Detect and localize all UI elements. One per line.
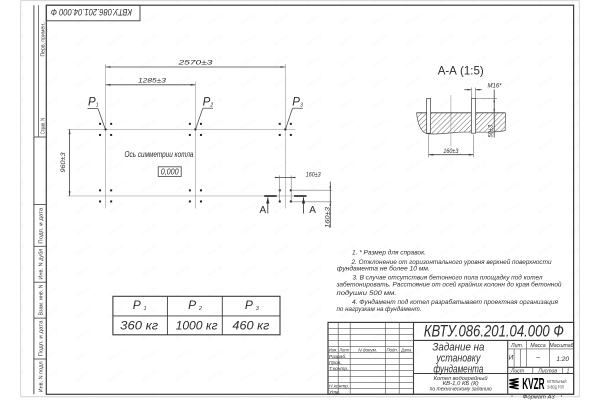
svg-text:1: 1: [96, 102, 99, 108]
svg-text:по нагрузкам на фундамент.: по нагрузкам на фундамент.: [337, 306, 422, 313]
svg-text:Подп. и дата: Подп. и дата: [39, 320, 45, 356]
svg-text:1: 1: [567, 369, 570, 375]
svg-text:Инв. N подл: Инв. N подл: [39, 361, 45, 392]
svg-text:2: 2: [198, 306, 202, 312]
svg-text:1:20: 1:20: [556, 356, 569, 363]
svg-text:Лист: Лист: [510, 369, 525, 375]
svg-text:1285±3: 1285±3: [138, 77, 166, 84]
svg-text:Справ. N: Справ. N: [40, 118, 46, 134]
svg-text:по техническому заданию: по техническому заданию: [430, 387, 493, 393]
svg-text:Лит.: Лит.: [510, 343, 523, 349]
svg-text:подушки 500 мм.: подушки 500 мм.: [337, 290, 397, 297]
svg-text:Пров.: Пров.: [329, 360, 342, 366]
svg-text:460 кг: 460 кг: [232, 319, 269, 333]
svg-text:Котел водогрейный: Котел водогрейный: [434, 375, 488, 382]
svg-text:Н.контр.: Н.контр.: [329, 384, 349, 390]
svg-text:КОТЕЛЬНЫЙ: КОТЕЛЬНЫЙ: [547, 379, 567, 384]
svg-text:160±3: 160±3: [324, 207, 331, 228]
svg-text:1000 кг: 1000 кг: [176, 319, 218, 333]
svg-text:KVZR: KVZR: [522, 376, 545, 393]
svg-text:4. Фундамент под котел разраба: 4. Фундамент под котел разрабатывает про…: [352, 299, 559, 306]
svg-text:1. * Размер для справок.: 1. * Размер для справок.: [352, 249, 426, 256]
svg-text:P: P: [188, 298, 196, 312]
svg-text:Лист: Лист: [339, 347, 349, 353]
svg-text:Дата: Дата: [401, 347, 412, 353]
svg-text:Листов: Листов: [537, 369, 557, 375]
svg-text:Задание на: Задание на: [432, 342, 484, 354]
svg-text:P: P: [203, 96, 211, 108]
svg-text:КВ-1,0 КБ (К): КВ-1,0 КБ (К): [443, 381, 479, 387]
svg-text:КВТУ.086.201.04.000 Ф: КВТУ.086.201.04.000 Ф: [51, 7, 132, 17]
svg-text:установку: установку: [436, 353, 482, 365]
svg-text:160±3: 160±3: [443, 148, 458, 155]
svg-text:P: P: [245, 298, 253, 312]
svg-text:P: P: [88, 96, 96, 108]
svg-text:забетонировать. Расстояние от: забетонировать. Расстояние от осей крайн…: [335, 282, 562, 289]
svg-text:P: P: [292, 96, 300, 108]
svg-text:фундамента не более 10 мм.: фундамента не более 10 мм.: [337, 266, 430, 273]
svg-text:3. В случае отсутствия бетонно: 3. В случае отсутствия бетонного пола пл…: [353, 275, 544, 282]
svg-text:960±3: 960±3: [60, 152, 67, 172]
svg-text:А: А: [260, 205, 267, 216]
svg-text:Разраб.: Разраб.: [329, 354, 346, 360]
svg-text:3: 3: [300, 102, 303, 108]
svg-text:М16*: М16*: [488, 82, 503, 89]
svg-text:Формат А3: Формат А3: [523, 395, 555, 400]
svg-text:Ось симметрии котла: Ось симметрии котла: [125, 150, 194, 159]
svg-text:1: 1: [144, 306, 147, 312]
svg-text:КВТУ.086.201.04.000 Ф: КВТУ.086.201.04.000 Ф: [424, 321, 564, 340]
svg-text:Инв. N дубл: Инв. N дубл: [39, 249, 45, 280]
svg-text:360 кг: 360 кг: [120, 319, 158, 333]
svg-text:фундамента: фундамента: [433, 364, 483, 376]
svg-text:Утв.: Утв.: [329, 389, 340, 395]
svg-text:Т.контр.: Т.контр.: [329, 366, 348, 372]
svg-text:2. Отклонение от горизонтально: 2. Отклонение от горизонтального уровня …: [350, 259, 552, 266]
svg-text:А: А: [309, 205, 316, 216]
svg-text:И: И: [509, 355, 514, 362]
svg-text:P: P: [133, 298, 141, 312]
svg-text:Изм.: Изм.: [329, 347, 338, 353]
svg-text:Подп.: Подп.: [386, 347, 398, 353]
svg-text:ЗАВОД РЭП: ЗАВОД РЭП: [547, 385, 564, 390]
svg-text:0,000: 0,000: [161, 168, 179, 177]
svg-text:Подп. и дата: Подп. и дата: [39, 208, 45, 244]
svg-text:2: 2: [209, 102, 213, 108]
svg-text:N докум.: N докум.: [358, 347, 377, 353]
svg-text:Взам. инв. N: Взам. инв. N: [39, 284, 45, 315]
svg-text:Масштаб: Масштаб: [549, 343, 574, 349]
svg-text:Перв. примен.: Перв. примен.: [40, 23, 46, 57]
svg-text:50±3: 50±3: [487, 124, 494, 137]
svg-text:160±3: 160±3: [306, 171, 321, 178]
svg-text:2570±3: 2570±3: [177, 60, 213, 67]
svg-text:А-А (1:5): А-А (1:5): [438, 64, 484, 78]
svg-text:3: 3: [256, 306, 260, 312]
svg-text:–: –: [535, 355, 540, 362]
svg-text:Масса: Масса: [530, 343, 545, 349]
